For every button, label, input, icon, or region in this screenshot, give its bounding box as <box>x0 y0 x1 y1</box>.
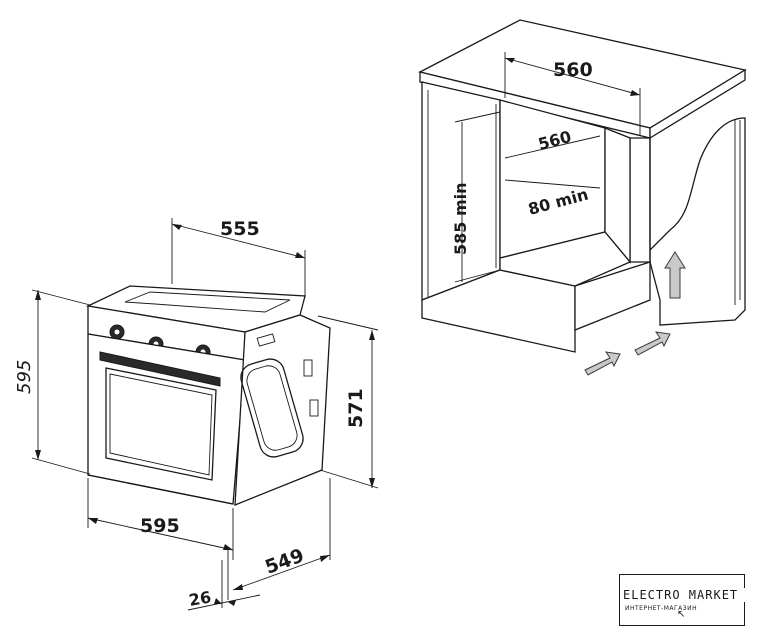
label-niche-height: 585 min <box>451 182 470 255</box>
electro-market-logo: ELECTRO MARKET ИНТЕРНЕТ-МАГАЗИН ↖ <box>619 574 753 626</box>
label-niche-top-width: 560 <box>553 59 593 81</box>
logo-name: ELECTRO MARKET <box>623 588 753 602</box>
logo-subtitle: ИНТЕРНЕТ-МАГАЗИН <box>625 605 698 612</box>
label-oven-top-width: 555 <box>220 218 260 240</box>
airflow-arrow-icon <box>634 331 671 356</box>
label-oven-body-height: 571 <box>345 388 367 428</box>
label-oven-depth: 549 <box>262 544 307 578</box>
dim-line-niche-inner <box>504 135 601 159</box>
dim-line-door-thickness <box>187 594 261 611</box>
dim-line-oven-front-width <box>87 517 234 551</box>
ventilation-arrows <box>584 251 686 376</box>
label-oven-front-width: 595 <box>140 515 180 537</box>
oven-dimensions: 555 595 571 595 549 26 <box>14 218 379 611</box>
dim-line-gap <box>504 179 601 189</box>
oven-window <box>105 367 217 481</box>
niche-back <box>499 99 606 259</box>
airflow-arrow-icon <box>584 351 621 376</box>
oven-drawing <box>85 285 331 506</box>
niche-floor <box>499 231 632 287</box>
cursor-icon: ↖ <box>677 609 686 620</box>
lower-shelf-front <box>574 261 651 331</box>
label-oven-front-height: 595 <box>14 360 35 394</box>
cabinet-right-post <box>629 137 651 263</box>
oven-handle <box>99 351 221 387</box>
cabinet-drawing <box>418 19 747 353</box>
dim-line-oven-top <box>171 223 306 259</box>
cabinet-side-cutaway <box>649 117 746 326</box>
dim-line-oven-depth <box>232 554 331 591</box>
countertop-edge-right <box>649 68 746 140</box>
airflow-arrow-up-icon <box>664 251 686 299</box>
side-cutout <box>240 358 304 458</box>
label-door-thickness: 26 <box>187 587 212 610</box>
dim-line-niche-top <box>504 57 641 96</box>
